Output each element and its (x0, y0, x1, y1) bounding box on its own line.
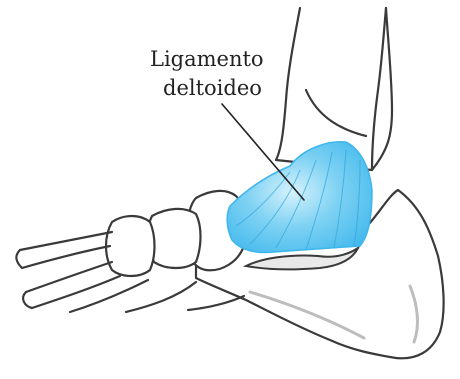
ligament-label-line1: Ligamento (150, 46, 264, 72)
navicular-bone (106, 191, 247, 276)
ligament-label-line2: deltoideo (163, 75, 262, 101)
deltoid-ligament (227, 142, 372, 253)
